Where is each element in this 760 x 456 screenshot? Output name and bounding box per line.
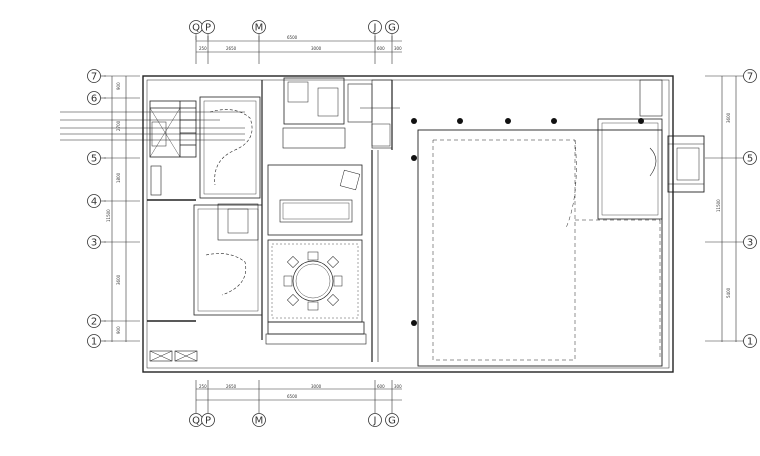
dim-top-seg-4: 600: [377, 46, 385, 51]
dim-bottom-seg-2: 2650: [226, 384, 237, 389]
grid-bubble-right-3-circle: [743, 235, 757, 249]
dim-top-seg-5: 300: [394, 46, 402, 51]
grid-bubble-right-3-label: 3: [747, 238, 753, 249]
dim-left-seg-2: 2700: [116, 120, 121, 131]
bottom-dimension-texts: 250 2650 3000 600 300 6500: [199, 384, 402, 399]
grid-bubble-left-2-label: 2: [91, 317, 97, 328]
grid-bubble-bottom-G-circle: [385, 413, 399, 427]
grid-bubble-left-4-circle: [87, 194, 101, 208]
dim-bottom-seg-1: 250: [199, 384, 207, 389]
grid-bubble-left-7-label: 7: [91, 72, 97, 83]
grid-bubble-left-2: 2: [87, 314, 101, 328]
dim-bottom-total: 6500: [287, 394, 298, 399]
grid-bubble-left-5-label: 5: [91, 154, 97, 165]
dim-bottom-seg-4: 600: [377, 384, 385, 389]
grid-bubble-top-Q: Q: [189, 20, 203, 34]
grid-bubble-left-7-circle: [87, 69, 101, 83]
grid-bubble-right-7: 7: [743, 69, 757, 83]
grid-bubble-bottom-P-circle: [201, 413, 215, 427]
grid-bubble-right-7-label: 7: [747, 72, 753, 83]
grid-bubble-top-P-circle: [201, 20, 215, 34]
left-dimension-texts: 900 2700 1800 3600 900 11500: [106, 82, 121, 334]
grid-bubble-left-3: 3: [87, 235, 101, 249]
grid-bubble-right-1: 1: [743, 334, 757, 348]
grid-bubble-bottom-G-label: G: [388, 416, 396, 427]
outer-walls: [142, 75, 674, 373]
dim-top-total: 6500: [287, 35, 298, 40]
top-dimension-chain: [195, 36, 402, 64]
dim-left-total: 11500: [106, 209, 111, 222]
structural-columns: [411, 118, 644, 326]
grid-bubble-bottom-M-label: M: [255, 416, 264, 427]
grid-bubble-left-4: 4: [87, 194, 101, 208]
top-dimension-texts: 250 2650 3000 600 300 6500: [199, 35, 402, 51]
grid-bubble-top-J-label: J: [373, 23, 377, 34]
grid-bubble-left-7: 7: [87, 69, 101, 83]
annotation-leaders: [60, 107, 400, 141]
dim-top-seg-3: 3000: [311, 46, 322, 51]
grid-bubble-bottom-J-label: J: [373, 416, 377, 427]
grid-bubble-top-G: G: [385, 20, 399, 34]
grid-bubble-top-Q-label: Q: [192, 23, 200, 34]
dim-bottom-seg-3: 3000: [311, 384, 322, 389]
grid-bubble-bottom-J-circle: [368, 413, 382, 427]
grid-bubble-right-7-circle: [743, 69, 757, 83]
grid-bubble-top-J-circle: [368, 20, 382, 34]
grid-bubble-left-5: 5: [87, 151, 101, 165]
grid-bubble-top-J: J: [368, 20, 382, 34]
grid-bubble-left-1: 1: [87, 334, 101, 348]
right-dimension-chain: [705, 75, 742, 342]
right-dimension-texts: 3600 5400 11500: [716, 112, 731, 298]
grid-bubble-top-G-circle: [385, 20, 399, 34]
grid-bubble-top-P-label: P: [205, 23, 211, 34]
grid-bubble-right-3: 3: [743, 235, 757, 249]
left-rooms: [147, 80, 263, 362]
grid-bubble-left-6-circle: [87, 91, 101, 105]
grid-bubble-left-2-circle: [87, 314, 101, 328]
grid-bubble-bottom-M-circle: [252, 413, 266, 427]
grid-bubble-top-M: M: [252, 20, 266, 34]
grid-bubble-top-M-circle: [252, 20, 266, 34]
dim-left-seg-1: 900: [116, 82, 121, 90]
grid-bubble-bottom-Q: Q: [189, 413, 203, 427]
grid-bubble-left-1-circle: [87, 334, 101, 348]
grid-bubble-bottom-Q-label: Q: [192, 416, 200, 427]
dim-top-seg-2: 2650: [226, 46, 237, 51]
dim-left-seg-5: 900: [116, 326, 121, 334]
grid-bubble-right-5-circle: [743, 151, 757, 165]
grid-bubble-bottom-G: G: [385, 413, 399, 427]
center-living-dining: [265, 77, 393, 362]
grid-bubble-top-M-label: M: [255, 23, 264, 34]
grid-bubble-bottom-J: J: [368, 413, 382, 427]
grid-bubble-right-1-circle: [743, 334, 757, 348]
dim-top-seg-1: 250: [199, 46, 207, 51]
dim-right-seg-1: 3600: [726, 112, 731, 123]
grid-bubble-left-5-circle: [87, 151, 101, 165]
grid-bubble-left-4-label: 4: [91, 197, 97, 208]
grid-bubble-left-6: 6: [87, 91, 101, 105]
dim-left-seg-4: 3600: [116, 274, 121, 285]
dim-bottom-seg-5: 300: [394, 384, 402, 389]
grid-bubble-left-6-label: 6: [91, 94, 97, 105]
grid-bubble-left-3-label: 3: [91, 238, 97, 249]
dim-left-seg-3: 1800: [116, 172, 121, 183]
grid-bubble-bottom-M: M: [252, 413, 266, 427]
grid-bubble-bottom-P: P: [201, 413, 215, 427]
grid-bubble-right-5: 5: [743, 151, 757, 165]
grid-bubble-right-1-label: 1: [747, 337, 753, 348]
grid-bubble-right-5-label: 5: [747, 154, 753, 165]
right-terrace: [417, 79, 705, 367]
dim-right-seg-2: 5400: [726, 287, 731, 298]
bottom-dimension-chain: [195, 380, 402, 410]
left-dimension-chain: [104, 75, 140, 342]
grid-bubble-left-1-label: 1: [91, 337, 97, 348]
grid-bubble-top-P: P: [201, 20, 215, 34]
grid-bubble-left-3-circle: [87, 235, 101, 249]
grid-bubble-bottom-P-label: P: [205, 416, 211, 427]
grid-bubble-top-G-label: G: [388, 23, 396, 34]
dim-right-total: 11500: [716, 199, 721, 212]
